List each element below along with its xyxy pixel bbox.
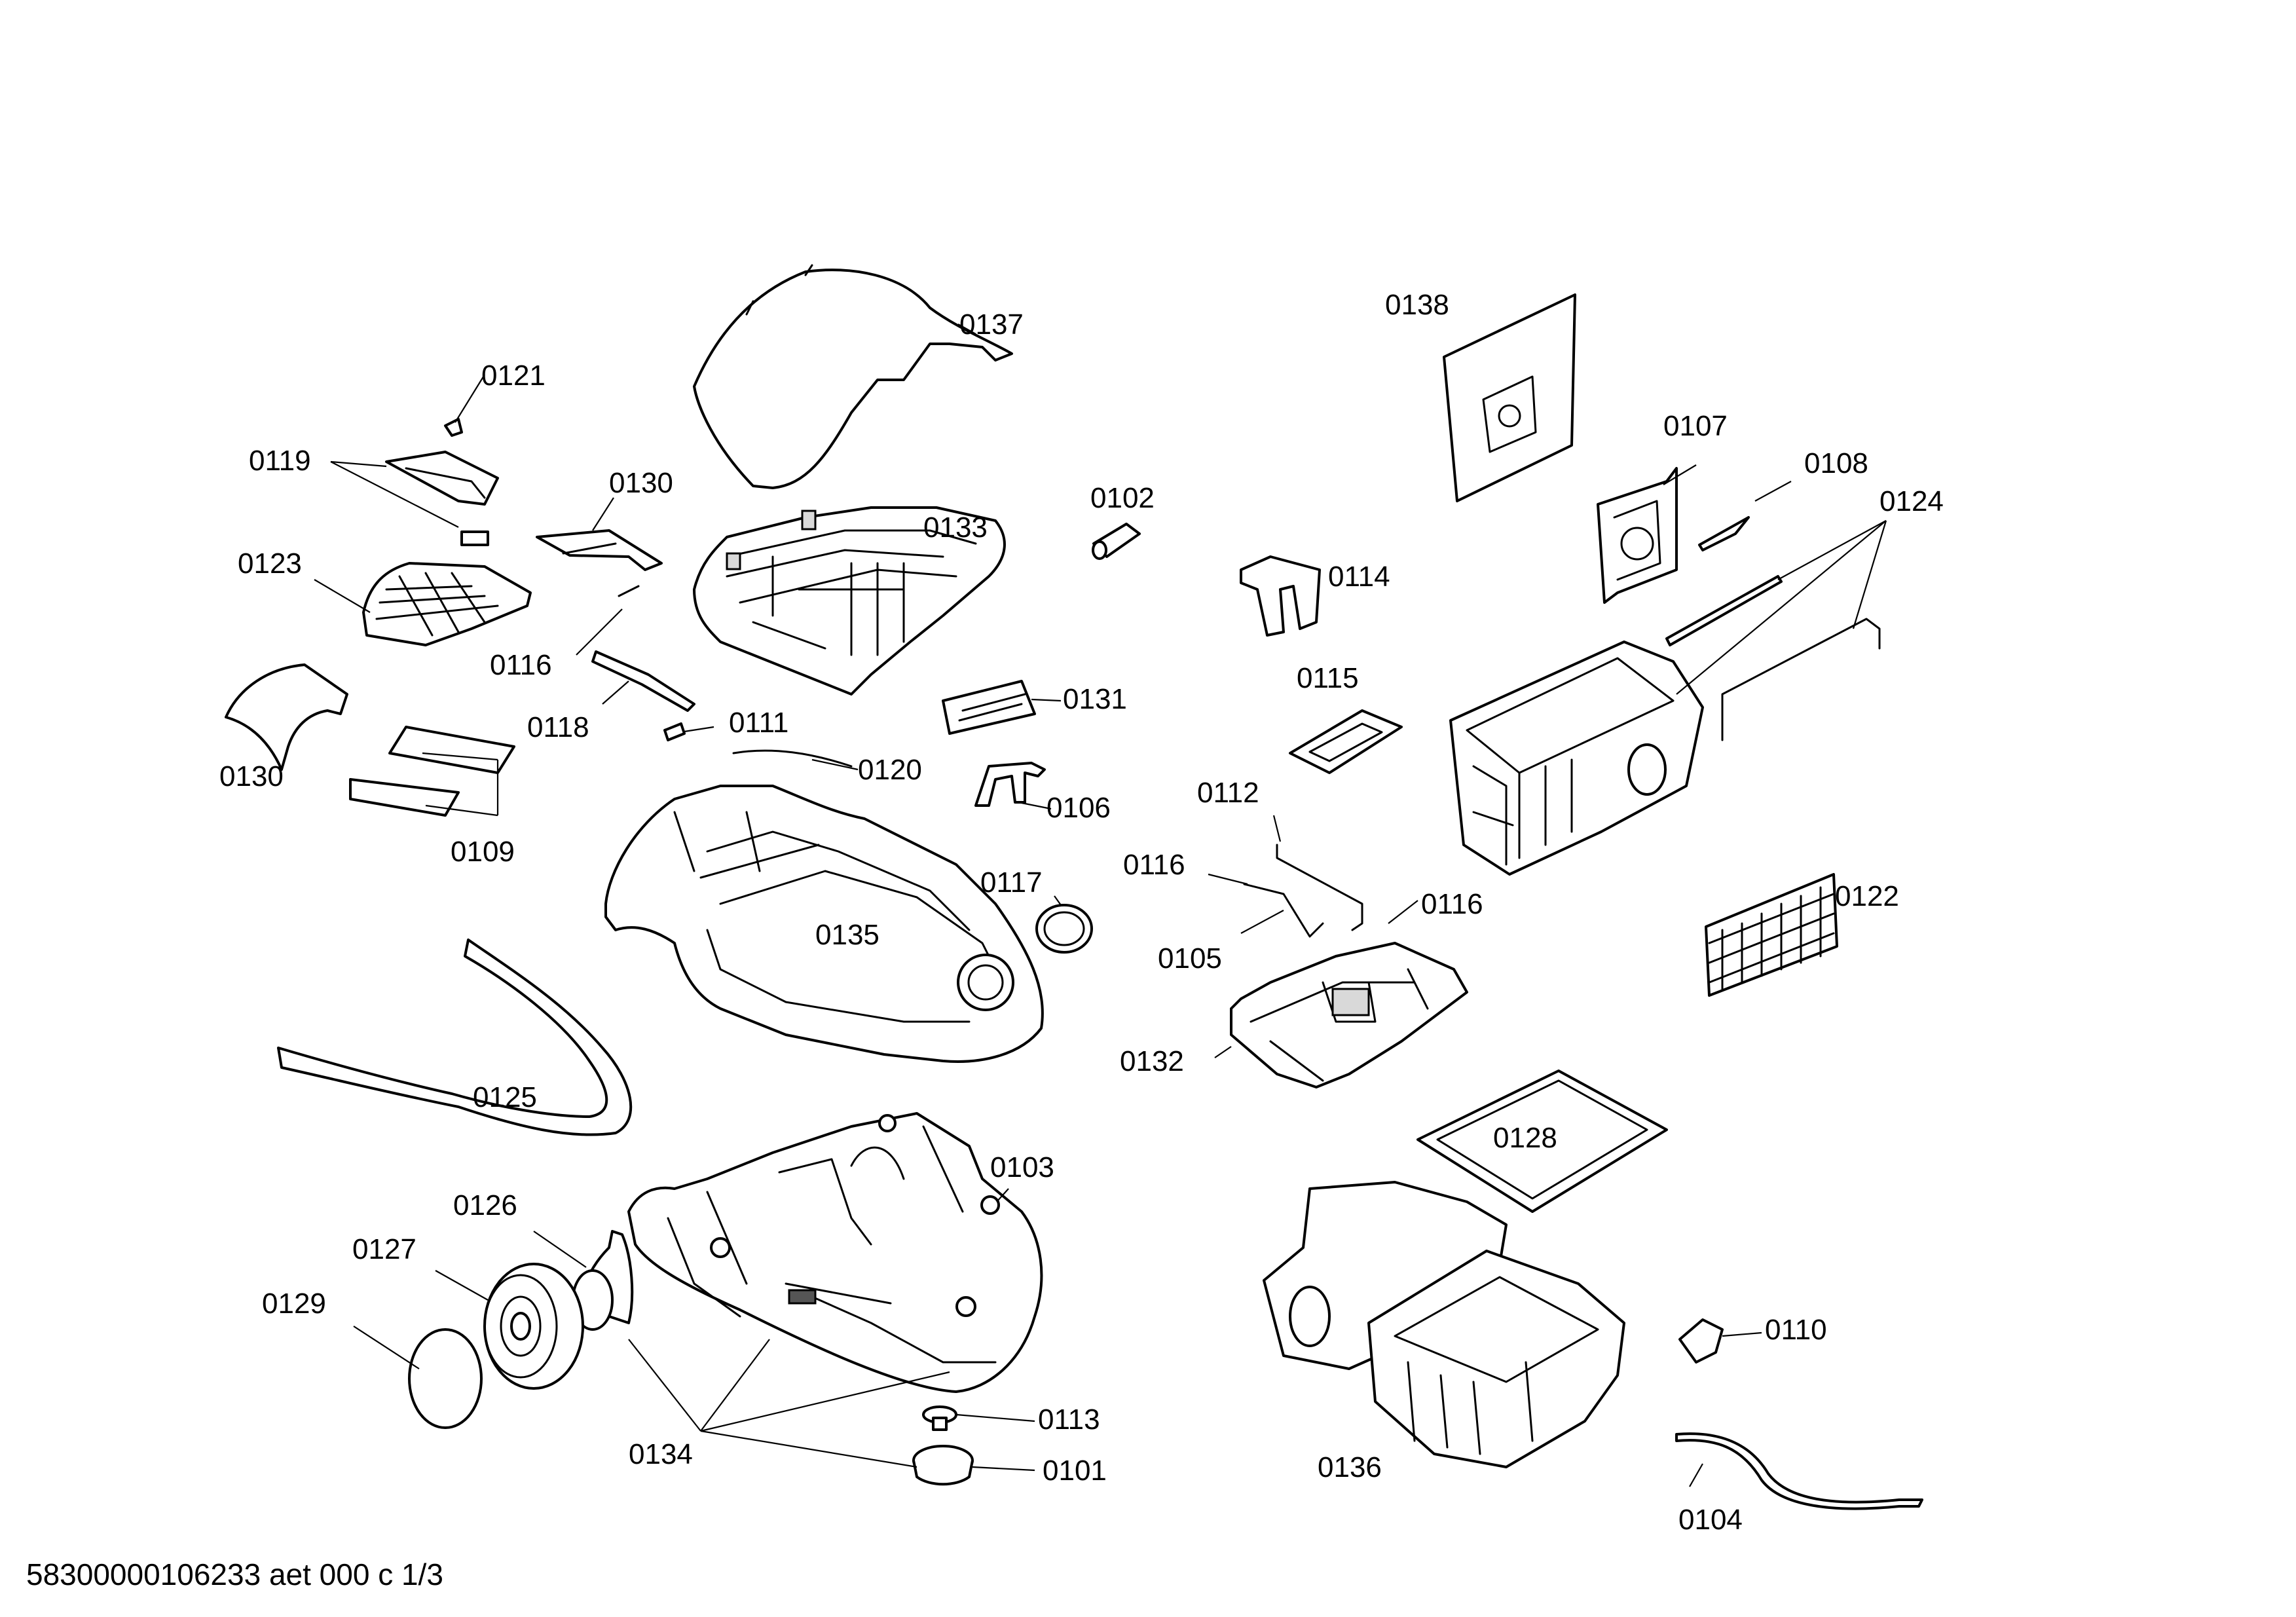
label-0116-a: 0116	[490, 649, 552, 681]
label-0124: 0124	[1879, 485, 1944, 517]
leader-lines	[314, 324, 1887, 1487]
label-0130-upper: 0130	[609, 467, 673, 499]
label-0137: 0137	[959, 308, 1024, 341]
label-0122: 0122	[1835, 880, 1899, 912]
document-id-footer: 58300000106233 aet 000 c 1/3	[26, 1557, 443, 1591]
part-0133-upper-housing	[693, 506, 1006, 696]
part-0112-0105-wires	[1243, 844, 1363, 938]
label-0111: 0111	[729, 707, 788, 739]
label-0135: 0135	[815, 919, 880, 951]
part-0117-ring-seal	[1035, 904, 1093, 954]
part-labels: 0137 0138 0121 0119 0130 0133 0102 0107 …	[219, 289, 1944, 1536]
part-0127-wheel	[483, 1263, 584, 1390]
part-0135-middle-housing	[604, 785, 1044, 1063]
part-0123-filter-housing	[362, 562, 532, 646]
part-0116-wire-left	[618, 585, 640, 597]
label-0107: 0107	[1663, 410, 1728, 442]
part-0107-bag-holder	[1597, 467, 1678, 604]
part-0132-motor-mount	[1230, 942, 1468, 1088]
label-0130-lower: 0130	[219, 760, 284, 792]
label-0115: 0115	[1297, 662, 1359, 694]
part-0125-bumper-strip	[277, 939, 633, 1136]
part-0128-gasket	[1416, 1069, 1668, 1213]
part-0108-clip	[1698, 516, 1750, 551]
label-0133: 0133	[923, 511, 988, 544]
part-0124-rods	[1665, 575, 1881, 741]
label-0113: 0113	[1038, 1403, 1100, 1436]
label-0106: 0106	[1046, 792, 1111, 824]
label-0121: 0121	[481, 360, 546, 392]
label-0110: 0110	[1765, 1314, 1827, 1346]
part-0103-nut	[980, 1195, 1000, 1215]
part-0138-dust-bag	[1443, 293, 1576, 502]
label-0129: 0129	[262, 1288, 326, 1320]
label-0134: 0134	[629, 1438, 693, 1470]
label-0102: 0102	[1090, 482, 1155, 514]
label-0105: 0105	[1158, 942, 1222, 975]
part-0110-connector	[1678, 1318, 1724, 1364]
part-0115-gasket-frame	[1289, 709, 1403, 774]
part-0120-thin-cord	[732, 749, 853, 768]
part-0136-box-assembly	[1263, 1181, 1625, 1468]
part-0130-cover-lower	[225, 663, 348, 771]
part-0130-flap-upper	[536, 529, 663, 571]
label-0112: 0112	[1197, 777, 1259, 809]
part-0106-bracket	[974, 762, 1046, 807]
part-0124-dust-box	[1449, 641, 1704, 876]
label-0119: 0119	[249, 445, 311, 477]
part-0113-knob	[922, 1405, 957, 1431]
label-0108: 0108	[1804, 447, 1868, 479]
label-0101: 0101	[1043, 1455, 1107, 1487]
part-0114-latch	[1240, 555, 1321, 637]
label-0103: 0103	[990, 1151, 1054, 1183]
label-0123: 0123	[238, 548, 302, 580]
part-0111-clip	[663, 722, 686, 741]
part-0129-wheel-cap	[408, 1328, 483, 1429]
part-0131-grille	[942, 680, 1036, 735]
label-0132: 0132	[1120, 1045, 1184, 1077]
label-0131: 0131	[1063, 683, 1127, 715]
label-0114: 0114	[1328, 561, 1390, 593]
label-0117: 0117	[980, 866, 1043, 899]
label-0109: 0109	[451, 836, 515, 868]
part-0122-hepa-filter	[1705, 873, 1838, 997]
part-0104-power-cord	[1675, 1432, 1923, 1510]
label-0120: 0120	[858, 754, 922, 786]
part-0101-caster	[912, 1445, 974, 1486]
part-0109-filter-pads	[349, 726, 515, 817]
part-0119-filter-panel	[385, 451, 499, 546]
label-0116-b: 0116	[1123, 849, 1185, 881]
part-0118-spring	[591, 650, 695, 712]
part-0102-roller	[1092, 523, 1141, 560]
label-0127: 0127	[352, 1233, 417, 1265]
label-0116-c: 0116	[1421, 888, 1483, 920]
label-0138: 0138	[1385, 289, 1449, 321]
label-0125: 0125	[473, 1081, 537, 1113]
part-0137-lid-cover	[693, 264, 1013, 489]
label-0104: 0104	[1678, 1504, 1743, 1536]
label-0126: 0126	[453, 1189, 517, 1221]
part-0121-tab	[444, 418, 463, 437]
part-0134-base-chassis	[627, 1112, 1043, 1393]
label-0118: 0118	[527, 711, 589, 743]
label-0136: 0136	[1318, 1451, 1382, 1483]
label-0128: 0128	[1493, 1122, 1557, 1154]
